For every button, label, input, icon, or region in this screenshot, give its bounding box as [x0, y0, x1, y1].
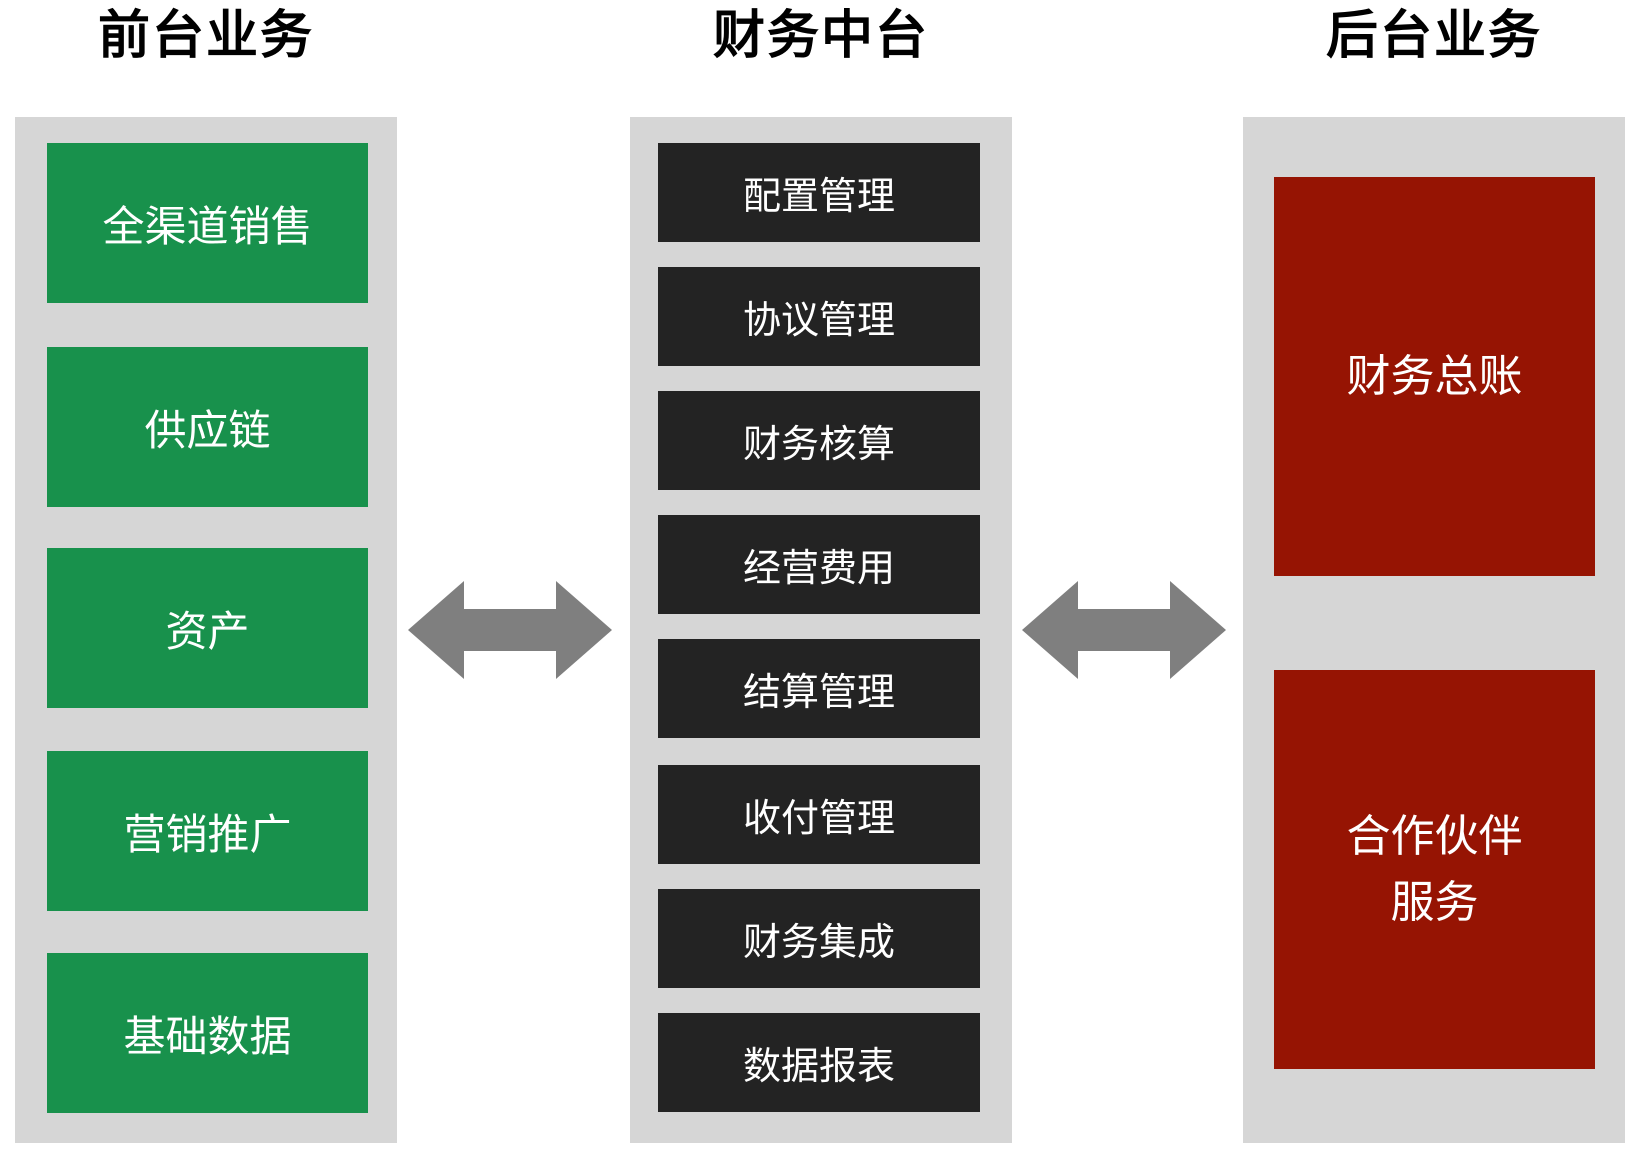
- front-office-box: 资产: [47, 548, 368, 708]
- front-office-box: 全渠道销售: [47, 143, 368, 303]
- middle-platform-box: 经营费用: [658, 515, 980, 614]
- back-office-box-label: 合作伙伴服务: [1346, 811, 1523, 927]
- double-arrow-icon: [1022, 581, 1226, 679]
- column-title-front-office: 前台业务: [97, 7, 314, 65]
- finance-middle-platform-panel: 配置管理 协议管理 财务核算 经营费用 结算管理 收付管理 财务集成 数据报表: [630, 117, 1012, 1143]
- back-office-panel: 财务总账 合作伙伴服务: [1243, 117, 1625, 1143]
- middle-platform-box: 财务核算: [658, 391, 980, 490]
- back-office-box: 合作伙伴服务: [1274, 670, 1595, 1069]
- middle-platform-box: 财务集成: [658, 889, 980, 988]
- middle-platform-box: 数据报表: [658, 1013, 980, 1112]
- back-office-box: 财务总账: [1274, 177, 1595, 576]
- middle-platform-box: 协议管理: [658, 267, 980, 366]
- double-arrow-icon: [408, 581, 612, 679]
- front-office-panel: 全渠道销售 供应链 资产 营销推广 基础数据: [15, 117, 397, 1143]
- back-office-box-label: 财务总账: [1346, 351, 1523, 401]
- front-office-box: 营销推广: [47, 751, 368, 911]
- column-title-back-office: 后台业务: [1325, 7, 1542, 65]
- middle-platform-box: 收付管理: [658, 765, 980, 864]
- column-title-finance-middle-platform: 财务中台: [712, 7, 929, 65]
- middle-platform-box: 结算管理: [658, 639, 980, 738]
- front-office-box: 基础数据: [47, 953, 368, 1113]
- front-office-box: 供应链: [47, 347, 368, 507]
- middle-platform-box: 配置管理: [658, 143, 980, 242]
